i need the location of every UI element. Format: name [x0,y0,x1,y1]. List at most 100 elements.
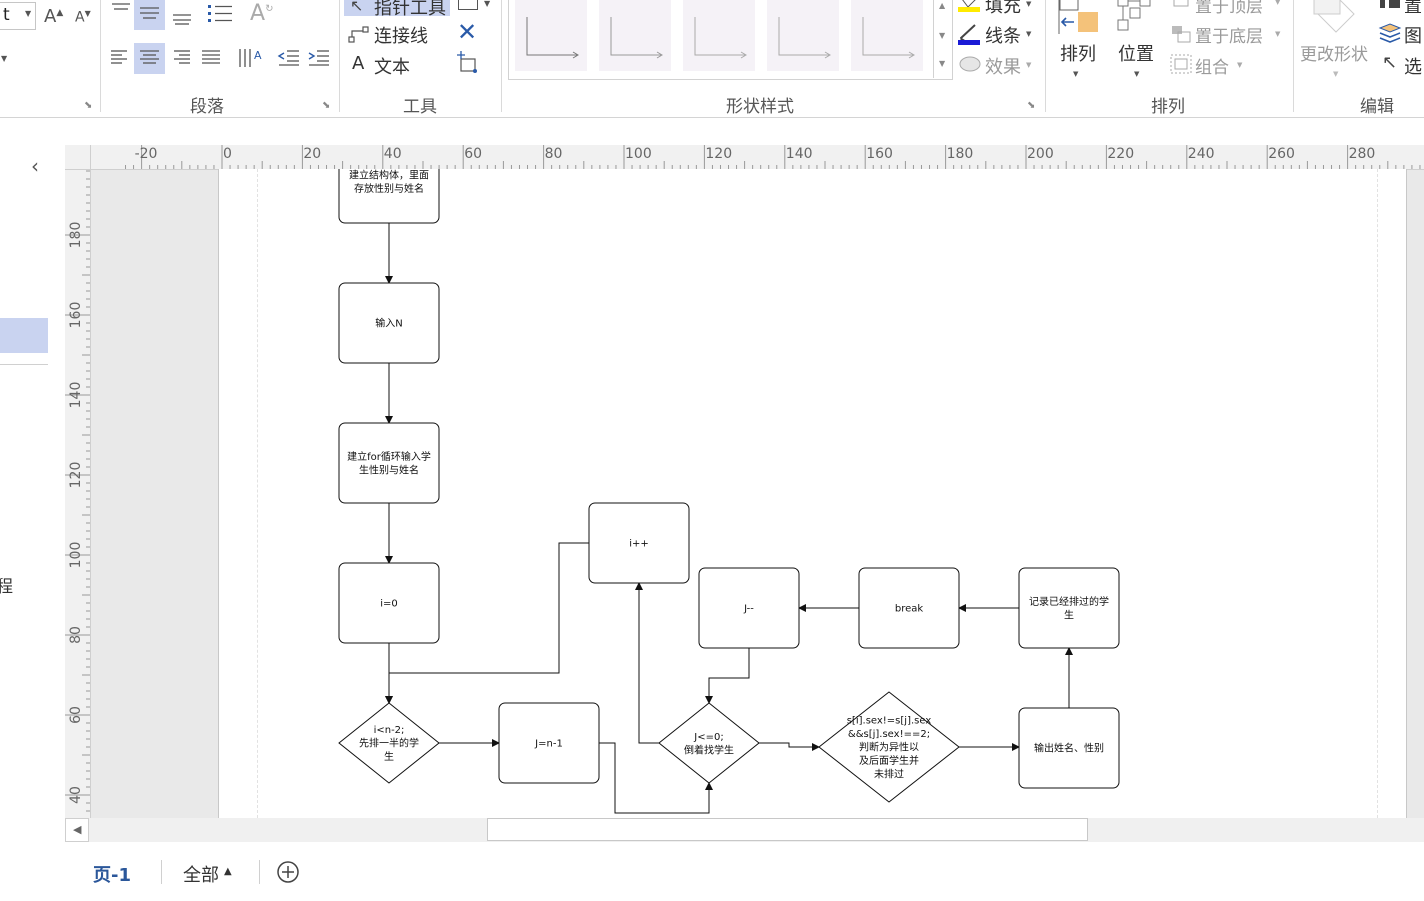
align-right-icon[interactable] [170,47,192,69]
ruler-tick-label: 140 [785,146,813,162]
justify-icon[interactable] [200,47,222,69]
bring-front-icon [1173,0,1189,7]
flow-connector[interactable] [705,648,750,704]
all-pages-button[interactable]: 全部 [183,865,219,886]
flow-node-cond3[interactable]: s[i].sex!=s[j].sex&&s[j].sex!==2;判断为异性以及… [818,691,960,803]
edit-top-partial[interactable]: 置 [1404,0,1422,17]
align-middle-button[interactable] [134,0,165,30]
rectangle-tool-icon[interactable] [458,0,478,10]
flow-node-i0[interactable]: i=0 [338,562,440,644]
shape-style-swatch[interactable] [515,0,587,71]
chevron-down-icon[interactable]: ▼ [1275,0,1281,6]
shape-style-gallery: ▲ ▼ ▼ [508,0,953,80]
text-direction-icon[interactable]: A↻ [250,1,274,26]
shape-style-swatch[interactable] [767,0,839,71]
flow-connector[interactable] [599,742,713,814]
chevron-down-icon[interactable]: ▼ [1275,30,1281,38]
grow-font-icon[interactable]: A▲ [44,6,64,27]
connector-tool-label[interactable]: 连接线 [374,26,428,47]
layers-label[interactable]: 图 [1404,26,1422,47]
fill-label[interactable]: 填充 [985,0,1021,17]
select-label[interactable]: 选 [1404,57,1422,78]
font-size-box[interactable]: t ▼ [0,2,36,30]
bring-front-label[interactable]: 置于顶层 [1195,0,1263,17]
chevron-down-icon[interactable]: ▼ [1237,61,1243,69]
flow-node-break[interactable]: break [858,567,960,649]
chevron-down-icon[interactable]: ▼ [1026,0,1032,8]
scroll-thumb[interactable] [487,818,1088,841]
shape-style-swatch[interactable] [683,0,755,71]
chevron-up-icon[interactable]: ▲ [939,1,946,10]
triangle-up-icon[interactable]: ▲ [224,866,232,877]
connection-point-icon[interactable] [455,51,481,77]
align-bottom-icon[interactable] [170,5,194,27]
flow-node-jminus[interactable]: J-- [698,567,800,649]
align-left-icon[interactable] [109,47,131,69]
shape-style-swatch[interactable] [851,0,923,71]
chevron-down-icon[interactable]: ▼ [939,31,946,40]
launcher-icon[interactable]: ⬊ [322,100,331,111]
chevron-down-icon[interactable]: ▼ [1073,70,1079,78]
bullet-list-icon[interactable] [206,2,234,26]
add-page-icon[interactable] [276,860,300,884]
chevron-down-icon[interactable]: ▼ [1026,61,1032,69]
launcher-icon[interactable]: ⬊ [1027,100,1036,111]
chevron-down-icon[interactable]: ▼ [1333,70,1339,78]
horizontal-scrollbar[interactable]: ◀ [65,818,1424,842]
send-back-label[interactable]: 置于底层 [1195,27,1263,47]
flow-node-text: 存放性别与姓名 [354,182,424,195]
line-label[interactable]: 线条 [985,26,1021,47]
shape-style-swatch[interactable] [599,0,671,71]
connector-icon [348,26,369,43]
flow-connector[interactable] [385,542,589,704]
chevron-down-icon[interactable]: ▼ [1,54,8,63]
chevron-down-icon[interactable]: ▼ [484,0,491,8]
flow-node-output[interactable]: 输出姓名、性别 [1018,707,1120,789]
shrink-font-icon[interactable]: A▼ [75,9,91,26]
scroll-left-button[interactable]: ◀ [65,818,89,842]
flow-node-text: 生 [384,750,394,763]
pointer-tool-button[interactable] [344,0,450,16]
group-label[interactable]: 组合 [1195,58,1229,78]
more-icon[interactable]: ▼ [939,59,946,68]
position-button[interactable]: 位置 [1118,44,1154,65]
chevron-down-icon[interactable]: ▼ [1026,30,1032,38]
align-center-button[interactable] [134,43,165,74]
arrange-button[interactable]: 排列 [1060,44,1096,65]
increase-indent-icon[interactable] [307,47,331,69]
chevron-down-icon[interactable]: ▼ [1134,70,1140,78]
shapes-panel-selected-item[interactable] [0,318,48,353]
ruler-tick-label: 180 [68,221,84,249]
change-shape-button[interactable]: 更改形状 [1300,45,1368,65]
gallery-scrollbar[interactable]: ▲ ▼ ▼ [933,0,952,78]
line-icon [958,24,980,45]
drawing-page[interactable]: 建立结构体，里面存放性别与姓名输入N 建立for循环输入学生性别与姓名 i=0 i<n… [218,169,1407,818]
vertical-text-icon[interactable]: A [236,45,264,71]
divider [161,860,162,884]
flow-node-iplus[interactable]: i++ [588,502,690,584]
flow-node-jn1[interactable]: J=n-1 [498,702,600,784]
shapes-panel-item-label[interactable]: 程 [0,577,13,597]
flow-node-input[interactable]: 输入N [338,282,440,364]
flow-node-text: 生 [1064,608,1074,621]
align-top-icon[interactable] [109,0,133,22]
flow-connector[interactable] [759,742,820,751]
collapse-panel-icon[interactable]: ‹ [31,154,39,178]
page-tab-1[interactable]: 页-1 [93,865,131,886]
close-icon[interactable]: ✕ [457,18,478,46]
flow-node-cond2[interactable]: J<=0;倒着找学生 [658,702,760,784]
ribbon: t ▼ A▲ A▼ ▼ ⬊ A↻ A 段落 ⬊ ↖ 指针工具 ▼ 连接线 ✕ A… [0,0,1424,118]
launcher-icon[interactable]: ⬊ [84,100,93,111]
effects-label[interactable]: 效果 [985,57,1021,78]
text-tool-label[interactable]: 文本 [374,57,410,78]
decrease-indent-icon[interactable] [277,47,301,69]
flow-connector[interactable] [635,582,659,744]
pointer-tool-label: 指针工具 [374,0,446,19]
